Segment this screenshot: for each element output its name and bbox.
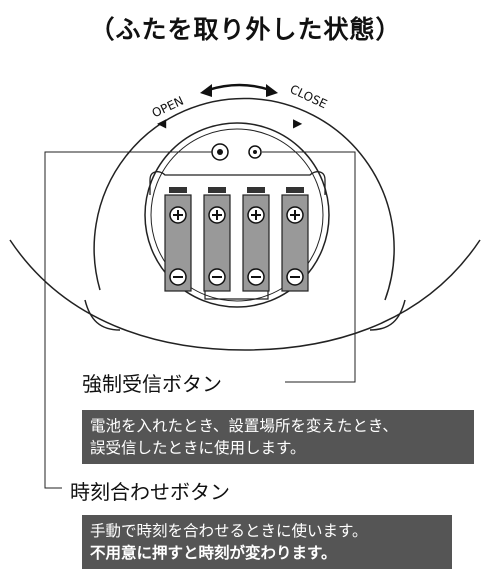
- plus-terminal-icon: [169, 206, 187, 224]
- forced-receive-label: 強制受信ボタン: [82, 372, 222, 396]
- open-arrow-icon: ◀: [157, 116, 167, 130]
- battery-cell: [281, 187, 309, 292]
- clock-body-outline: [9, 239, 481, 351]
- rotation-arrow: [207, 83, 271, 92]
- battery-terminal: [169, 187, 187, 193]
- description-line: 誤受信したときに使用します。: [90, 439, 306, 457]
- time-set-description: 手動で時刻を合わせるときに使います。 不用意に押すと時刻が変わります。: [82, 515, 452, 569]
- battery-terminal: [247, 187, 265, 193]
- battery-compartment-inner: [150, 128, 324, 302]
- rotation-arrow-left-head: [200, 84, 212, 97]
- open-label: OPEN: [150, 94, 186, 121]
- battery-holder-frame: [149, 171, 326, 195]
- battery-connector: [204, 291, 269, 300]
- clock-left-edge: [84, 299, 121, 331]
- rotation-arrow-right-head: [266, 84, 278, 97]
- close-arrow-icon: ▶: [293, 116, 303, 130]
- battery-cell: [203, 187, 231, 292]
- clock-back-circle: [93, 97, 395, 301]
- plus-terminal-icon: [208, 206, 226, 224]
- battery-cell: [164, 187, 192, 292]
- description-line: 手動で時刻を合わせるときに使います。: [90, 522, 368, 540]
- battery-terminal: [286, 187, 304, 193]
- plus-terminal-icon: [286, 206, 304, 224]
- page-title: （ふたを取り外した状態）: [89, 15, 402, 44]
- time-set-label: 時刻合わせボタン: [70, 480, 230, 504]
- forced-receive-description: 電池を入れたとき、設置場所を変えたとき、 誤受信したときに使用します。: [82, 410, 474, 464]
- forced-receive-button-icon[interactable]: [248, 145, 262, 159]
- battery-terminal: [208, 187, 226, 193]
- description-line-warning: 不用意に押すと時刻が変わります。: [90, 544, 337, 562]
- battery-cell: [242, 187, 270, 292]
- plus-terminal-icon: [247, 206, 265, 224]
- minus-terminal-icon: [247, 268, 265, 286]
- minus-terminal-icon: [286, 268, 304, 286]
- minus-terminal-icon: [169, 268, 187, 286]
- batteries-group: [164, 187, 309, 300]
- time-set-button-icon[interactable]: [211, 143, 229, 161]
- description-line: 電池を入れたとき、設置場所を変えたとき、: [90, 417, 398, 435]
- minus-terminal-icon: [208, 268, 226, 286]
- clock-right-edge: [369, 299, 406, 331]
- forced-receive-leader-line: [262, 151, 356, 383]
- time-set-leader-line: [44, 151, 212, 489]
